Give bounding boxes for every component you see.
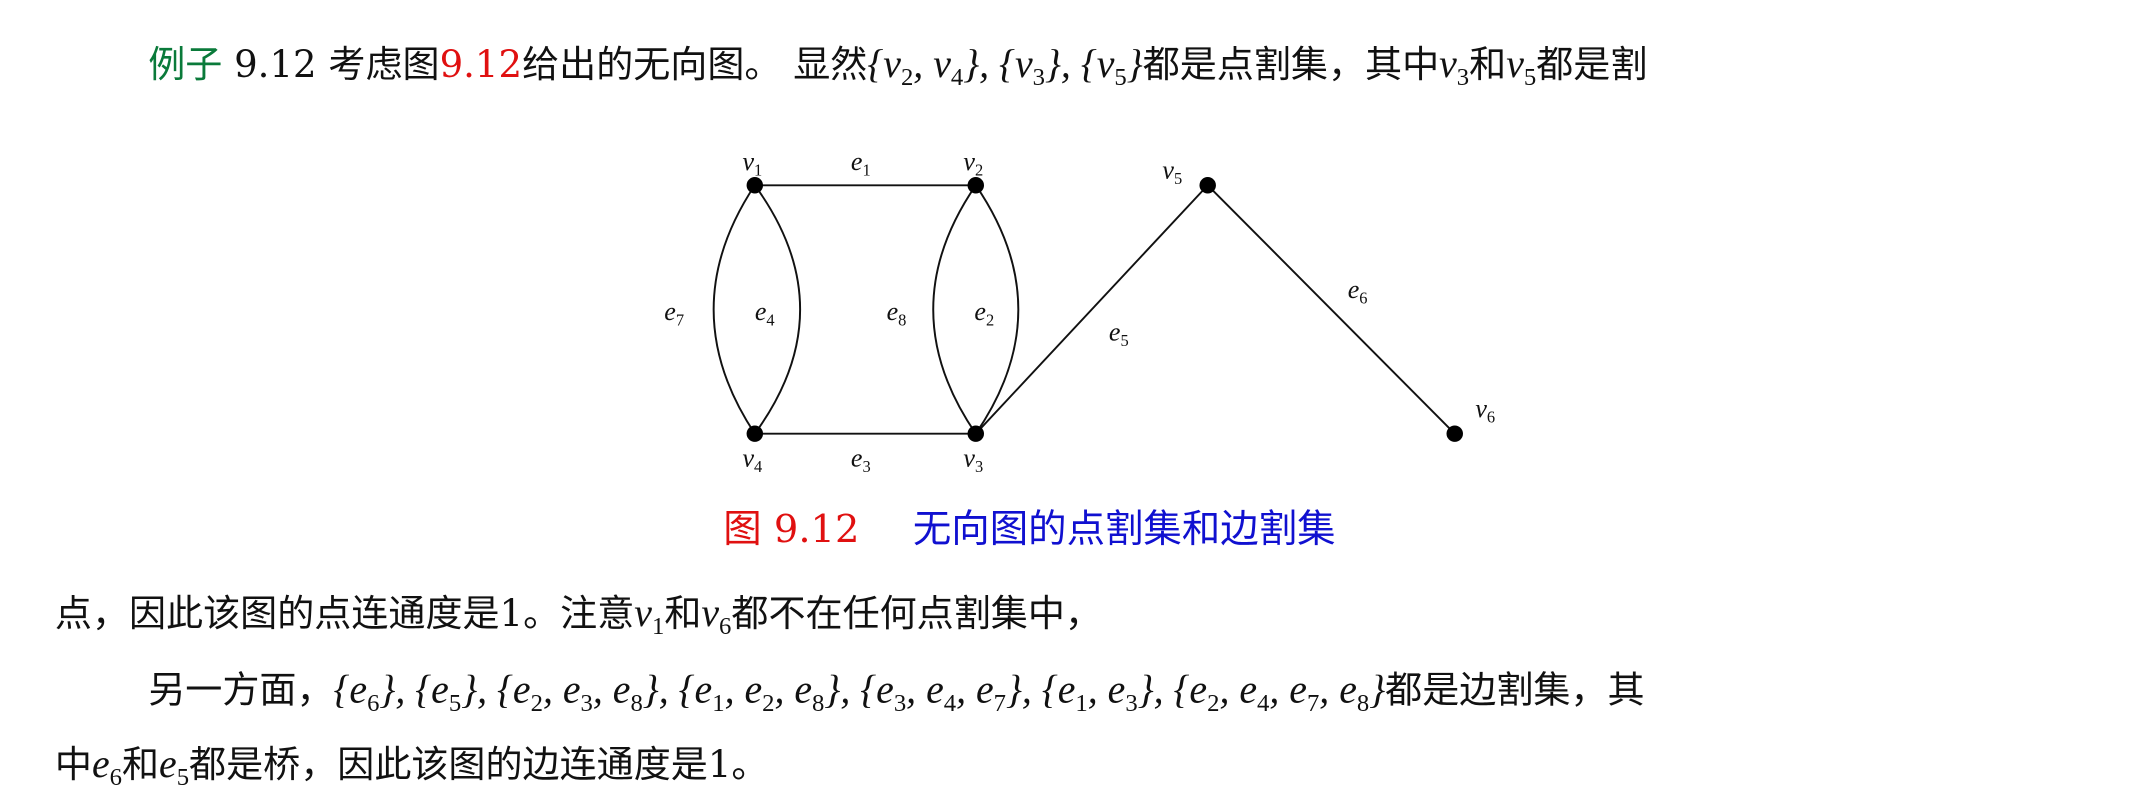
text-run: 都不在任何点割集中， [731,592,1102,636]
vertex-label-v6: v6 [1475,394,1495,426]
text-run: 9.12 考虑图 [222,43,440,87]
text-run: 都是割 [1536,43,1648,87]
text-run: 另一方面， [148,669,334,713]
paragraph1-line2: 点，因此该图的点连通度是1。注意v1和v6都不在任何点割集中， [54,590,1102,640]
edge-e2 [974,184,1020,435]
vertex-v5 [1199,177,1216,194]
vertex-label-v5: v5 [1162,155,1182,187]
vertex-v3 [967,425,985,442]
edge-label-e2: e2 [974,297,994,329]
edge-label-e8: e8 [887,297,907,329]
math-expression: {e6}, {e5}, {e2, e3, e8}, {e1, e2, e8}, … [333,668,1386,717]
text-run: 都是边割集，其 [1385,669,1645,713]
vertex-v2 [967,177,985,194]
text-run: 中 [54,743,92,787]
math-expression: v6 [701,591,732,640]
math-expression: v3 [1439,42,1470,91]
edge-label-e7: e7 [664,297,684,329]
edge-e8 [932,184,977,435]
math-expression: e6 [91,742,122,791]
math-expression: {v2, v4}, {v3}, {v5} [867,42,1143,91]
caption-text: 无向图的点割集和边割集 [912,506,1336,552]
edge-e5 [975,184,1209,435]
text-run: 点，因此该图的点连通度是1。注意 [54,592,635,636]
vertex-label-v4: v4 [742,444,762,476]
figure-caption: 图 9.12 无向图的点割集和边割集 [723,500,1335,555]
edge-label-e5: e5 [1109,317,1129,349]
edge-label-e1: e1 [851,147,871,179]
paragraph1-line1: 例子 9.12 考虑图9.12给出的无向图。 显然{v2, v4}, {v3},… [148,41,1648,91]
paragraph2-line2: 中e6和e5都是桥，因此该图的边连通度是1。 [55,741,769,789]
edge-label-e4: e4 [755,297,775,329]
vertex-label-v1: v1 [742,147,762,179]
edge-label-e3: e3 [851,444,871,476]
text-run: 都是桥，因此该图的边连通度是1。 [189,743,769,787]
text-run: 和 [664,592,702,636]
vertex-label-v3: v3 [963,444,983,476]
text-run: 和 [1469,43,1507,87]
paragraph2-line1: 另一方面，{e6}, {e5}, {e2, e3, e8}, {e1, e2, … [148,667,1644,715]
edge-e7 [712,184,756,435]
edge-e4 [754,184,801,435]
edge-e6 [1207,184,1456,435]
text-run: 都是点割集，其中 [1142,43,1440,87]
math-expression: v5 [1506,42,1537,91]
graph-figure: v1 v2 v3 v4 v5 v6 e1 e2 e3 e4 e5 e6 e7 e8 [664,147,1495,476]
example-label: 例子 [148,43,223,87]
text-run: 和 [121,743,160,787]
caption-label: 图 9.12 [723,506,860,552]
vertex-v4 [746,425,764,442]
math-expression: e5 [159,742,190,791]
vertex-v6 [1446,425,1463,442]
vertex-label-v2: v2 [963,147,983,179]
edge-label-e6: e6 [1348,275,1368,307]
text-run: 给出的无向图。 显然 [522,43,868,87]
vertex-v1 [746,177,764,194]
figure-reference: 9.12 [439,43,523,87]
math-expression: v1 [634,591,665,640]
